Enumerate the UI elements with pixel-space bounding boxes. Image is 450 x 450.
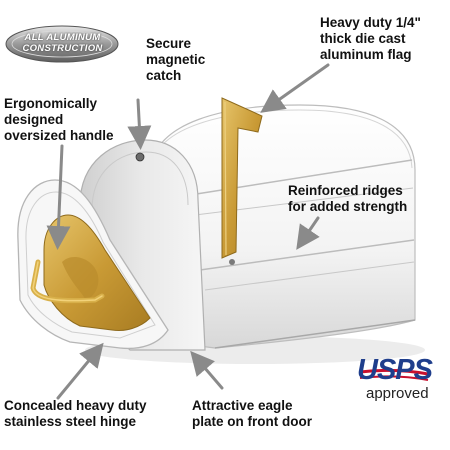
flag-icon (221, 97, 263, 265)
arrow-icon (190, 350, 224, 390)
aluminum-badge-text: ALL ALUMINUM CONSTRUCTION (6, 32, 119, 54)
mailbox-body (149, 104, 416, 349)
callout-arrows (46, 63, 330, 400)
callout-magnetic-catch: Secure magnetic catch (146, 36, 206, 83)
badge-line-2: CONSTRUCTION (22, 43, 103, 54)
usps-logo: USPS (357, 354, 433, 386)
badge-line-1: ALL ALUMINUM (24, 32, 101, 43)
arrow-icon (296, 216, 320, 250)
callout-hinge: Concealed heavy duty stainless steel hin… (4, 398, 147, 429)
ridge-bottom (204, 261, 415, 291)
callout-handle: Ergonomically designed oversized handle (4, 96, 114, 143)
arrow-icon (56, 342, 104, 400)
arrow-icon (260, 63, 330, 113)
aluminum-badge (5, 25, 119, 63)
arrow-icon (127, 98, 152, 150)
callout-flag: Heavy duty 1/4" thick die cast aluminum … (320, 15, 421, 62)
callout-ridges: Reinforced ridges for added strength (288, 183, 408, 214)
usps-approved-text: approved (366, 385, 429, 402)
usps-logo-stripes (359, 368, 429, 381)
callout-eagle-plate: Attractive eagle plate on front door (192, 398, 312, 429)
ridge-lower (199, 239, 415, 271)
magnetic-catch (135, 152, 145, 162)
arrow-icon (46, 144, 71, 250)
